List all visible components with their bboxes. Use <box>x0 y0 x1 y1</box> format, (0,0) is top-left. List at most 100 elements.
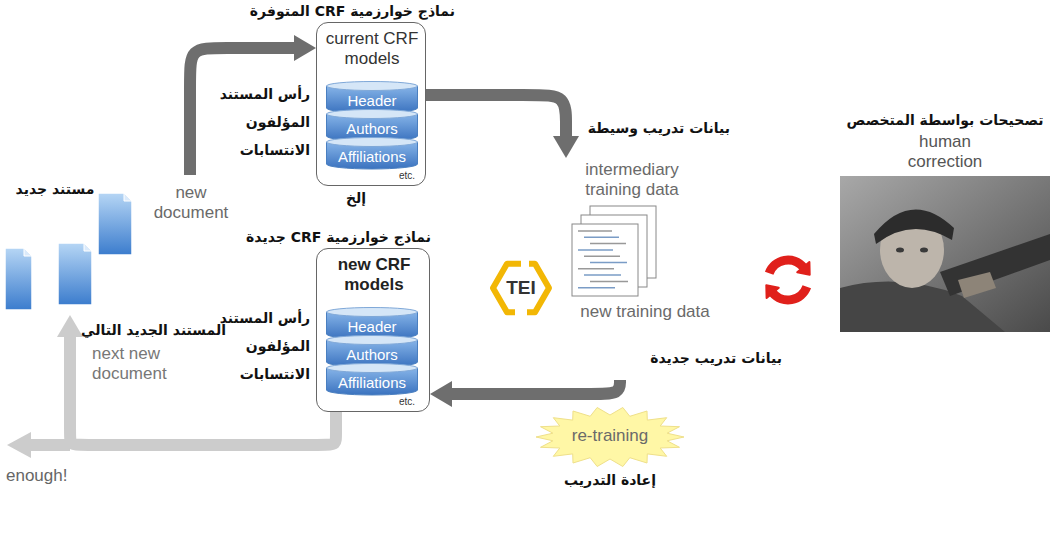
field-label: إلخ <box>336 190 376 207</box>
etc-note: etc. <box>399 170 415 182</box>
sheet-stack-part <box>584 255 620 257</box>
arrow-note: next new document <box>92 344 217 385</box>
cylinder-label: Affiliations <box>326 148 418 166</box>
flow-arrow <box>426 95 566 136</box>
etc-note: etc. <box>399 396 415 408</box>
text-slot: next new document <box>92 344 217 385</box>
text-slot: الانتسابات <box>222 366 310 383</box>
text-slot: Authors <box>326 346 418 364</box>
text-slot: Header <box>326 318 418 336</box>
field-label: الانتسابات <box>222 142 310 159</box>
text-slot: Affiliations <box>326 148 418 166</box>
sheet-stack-part <box>578 268 614 270</box>
sheet-stack-part <box>590 262 627 264</box>
text-slot: المؤلفون <box>222 114 310 131</box>
box-title: new CRF models <box>320 255 428 296</box>
text-slot: intermediary training data <box>562 160 702 201</box>
text-slot: بيانات تدريب وسيطة <box>580 120 730 137</box>
flow-arrow <box>70 337 336 445</box>
box-heading: نماذج خوارزمية CRF المتوفرة <box>251 3 455 20</box>
sheet-stack-part <box>584 274 621 276</box>
worker-photo-part <box>896 248 904 253</box>
box-title: current CRF models <box>320 29 424 70</box>
model-cylinder: Affiliations <box>326 137 418 170</box>
retraining-burst: re-training إعادة التدريب <box>535 406 685 493</box>
node-label: new training data <box>580 302 710 322</box>
sheet-stack-part <box>578 249 613 251</box>
box-heading: نماذج خوارزمية CRF جديدة <box>247 229 431 246</box>
field-label: الانتسابات <box>222 366 310 383</box>
text-slot: Header <box>326 92 418 110</box>
text-slot: etc. <box>399 396 415 408</box>
arrow-note: enough! <box>6 466 67 486</box>
cycle-head <box>766 285 779 298</box>
cylinder-label: Header <box>326 92 418 110</box>
text-slot: المؤلفون <box>222 338 310 355</box>
node-label: human correction <box>895 132 995 173</box>
cylinder-label: Header <box>326 318 418 336</box>
document-icons: new document مستند جديد <box>0 175 236 315</box>
model-box: نماذج خوارزمية CRF المتوفرةcurrent CRF m… <box>316 22 426 186</box>
text-slot: enough! <box>6 466 67 486</box>
text-slot: رأس المستند <box>222 86 310 103</box>
cylinder-shape-part <box>327 364 418 373</box>
text-slot: رأس المستند <box>222 310 310 327</box>
cylinder-label: Authors <box>326 120 418 138</box>
flow-arrow <box>452 380 620 394</box>
arabic-label: بيانات تدريب وسيطة <box>580 120 730 137</box>
text-slot: etc. <box>399 170 415 182</box>
node-label: new document <box>146 183 236 224</box>
sheet-stack-part <box>578 230 612 232</box>
text-slot: المستند الجديد التالي <box>88 322 226 339</box>
field-label: المؤلفون <box>222 114 310 131</box>
field-label: رأس المستند <box>222 86 310 103</box>
worker-photo <box>840 176 1050 332</box>
text-slot: new CRF models <box>320 255 428 296</box>
sheet-stack-part <box>572 224 638 296</box>
arabic-label: مستند جديد <box>10 181 100 198</box>
sheet-stack-part <box>590 243 626 245</box>
node-label: re-training <box>535 426 685 446</box>
cycle-icon <box>766 260 809 300</box>
node-label: intermediary training data <box>562 160 702 201</box>
document-shapes-part <box>58 243 92 305</box>
text-slot: إعادة التدريب <box>535 472 685 489</box>
text-slot: new training data <box>580 302 710 322</box>
arrow-note: المستند الجديد التالي <box>88 322 226 339</box>
text-slot: TEI <box>497 277 545 300</box>
worker-photo-part <box>958 272 996 298</box>
cylinder-shape-part <box>327 110 418 119</box>
text-slot: إلخ <box>336 190 376 207</box>
text-slot: Affiliations <box>326 374 418 392</box>
document-shapes-part <box>84 243 92 251</box>
text-slot: new document <box>146 183 236 224</box>
worker-photo-part <box>874 209 954 244</box>
cylinder-shape-part <box>327 138 418 147</box>
sheet-stack-part <box>590 281 628 283</box>
human-correction: تصحيحات بواسطة المتخصص human correction <box>836 112 1054 334</box>
document-shapes-part <box>124 193 132 201</box>
text-slot: current CRF models <box>320 29 424 70</box>
cylinder-shape-part <box>327 308 418 317</box>
edge-group <box>70 48 620 445</box>
document-shapes-part <box>24 248 32 256</box>
field-label: المؤلفون <box>222 338 310 355</box>
sheet-stack-part <box>578 287 615 289</box>
arabic-label: تصحيحات بواسطة المتخصص <box>836 112 1054 129</box>
text-slot: re-training <box>535 426 685 446</box>
burst-shape-part <box>536 408 684 467</box>
model-box: نماذج خوارزمية CRF جديدةnew CRF modelsHe… <box>316 248 430 412</box>
cylinder-shape-part <box>327 336 418 345</box>
document-shapes-part <box>5 248 32 310</box>
text-slot: human correction <box>895 132 995 173</box>
document-shapes-part <box>98 193 132 255</box>
text-slot: الانتسابات <box>222 142 310 159</box>
worker-photo-part <box>840 176 1050 332</box>
cylinder-label: Authors <box>326 346 418 364</box>
text-slot: تصحيحات بواسطة المتخصص <box>836 112 1054 129</box>
model-cylinder: Affiliations <box>326 363 418 396</box>
field-label: رأس المستند <box>222 310 310 327</box>
worker-photo-part <box>920 248 928 253</box>
text-slot: نماذج خوارزمية CRF المتوفرة <box>251 3 455 20</box>
